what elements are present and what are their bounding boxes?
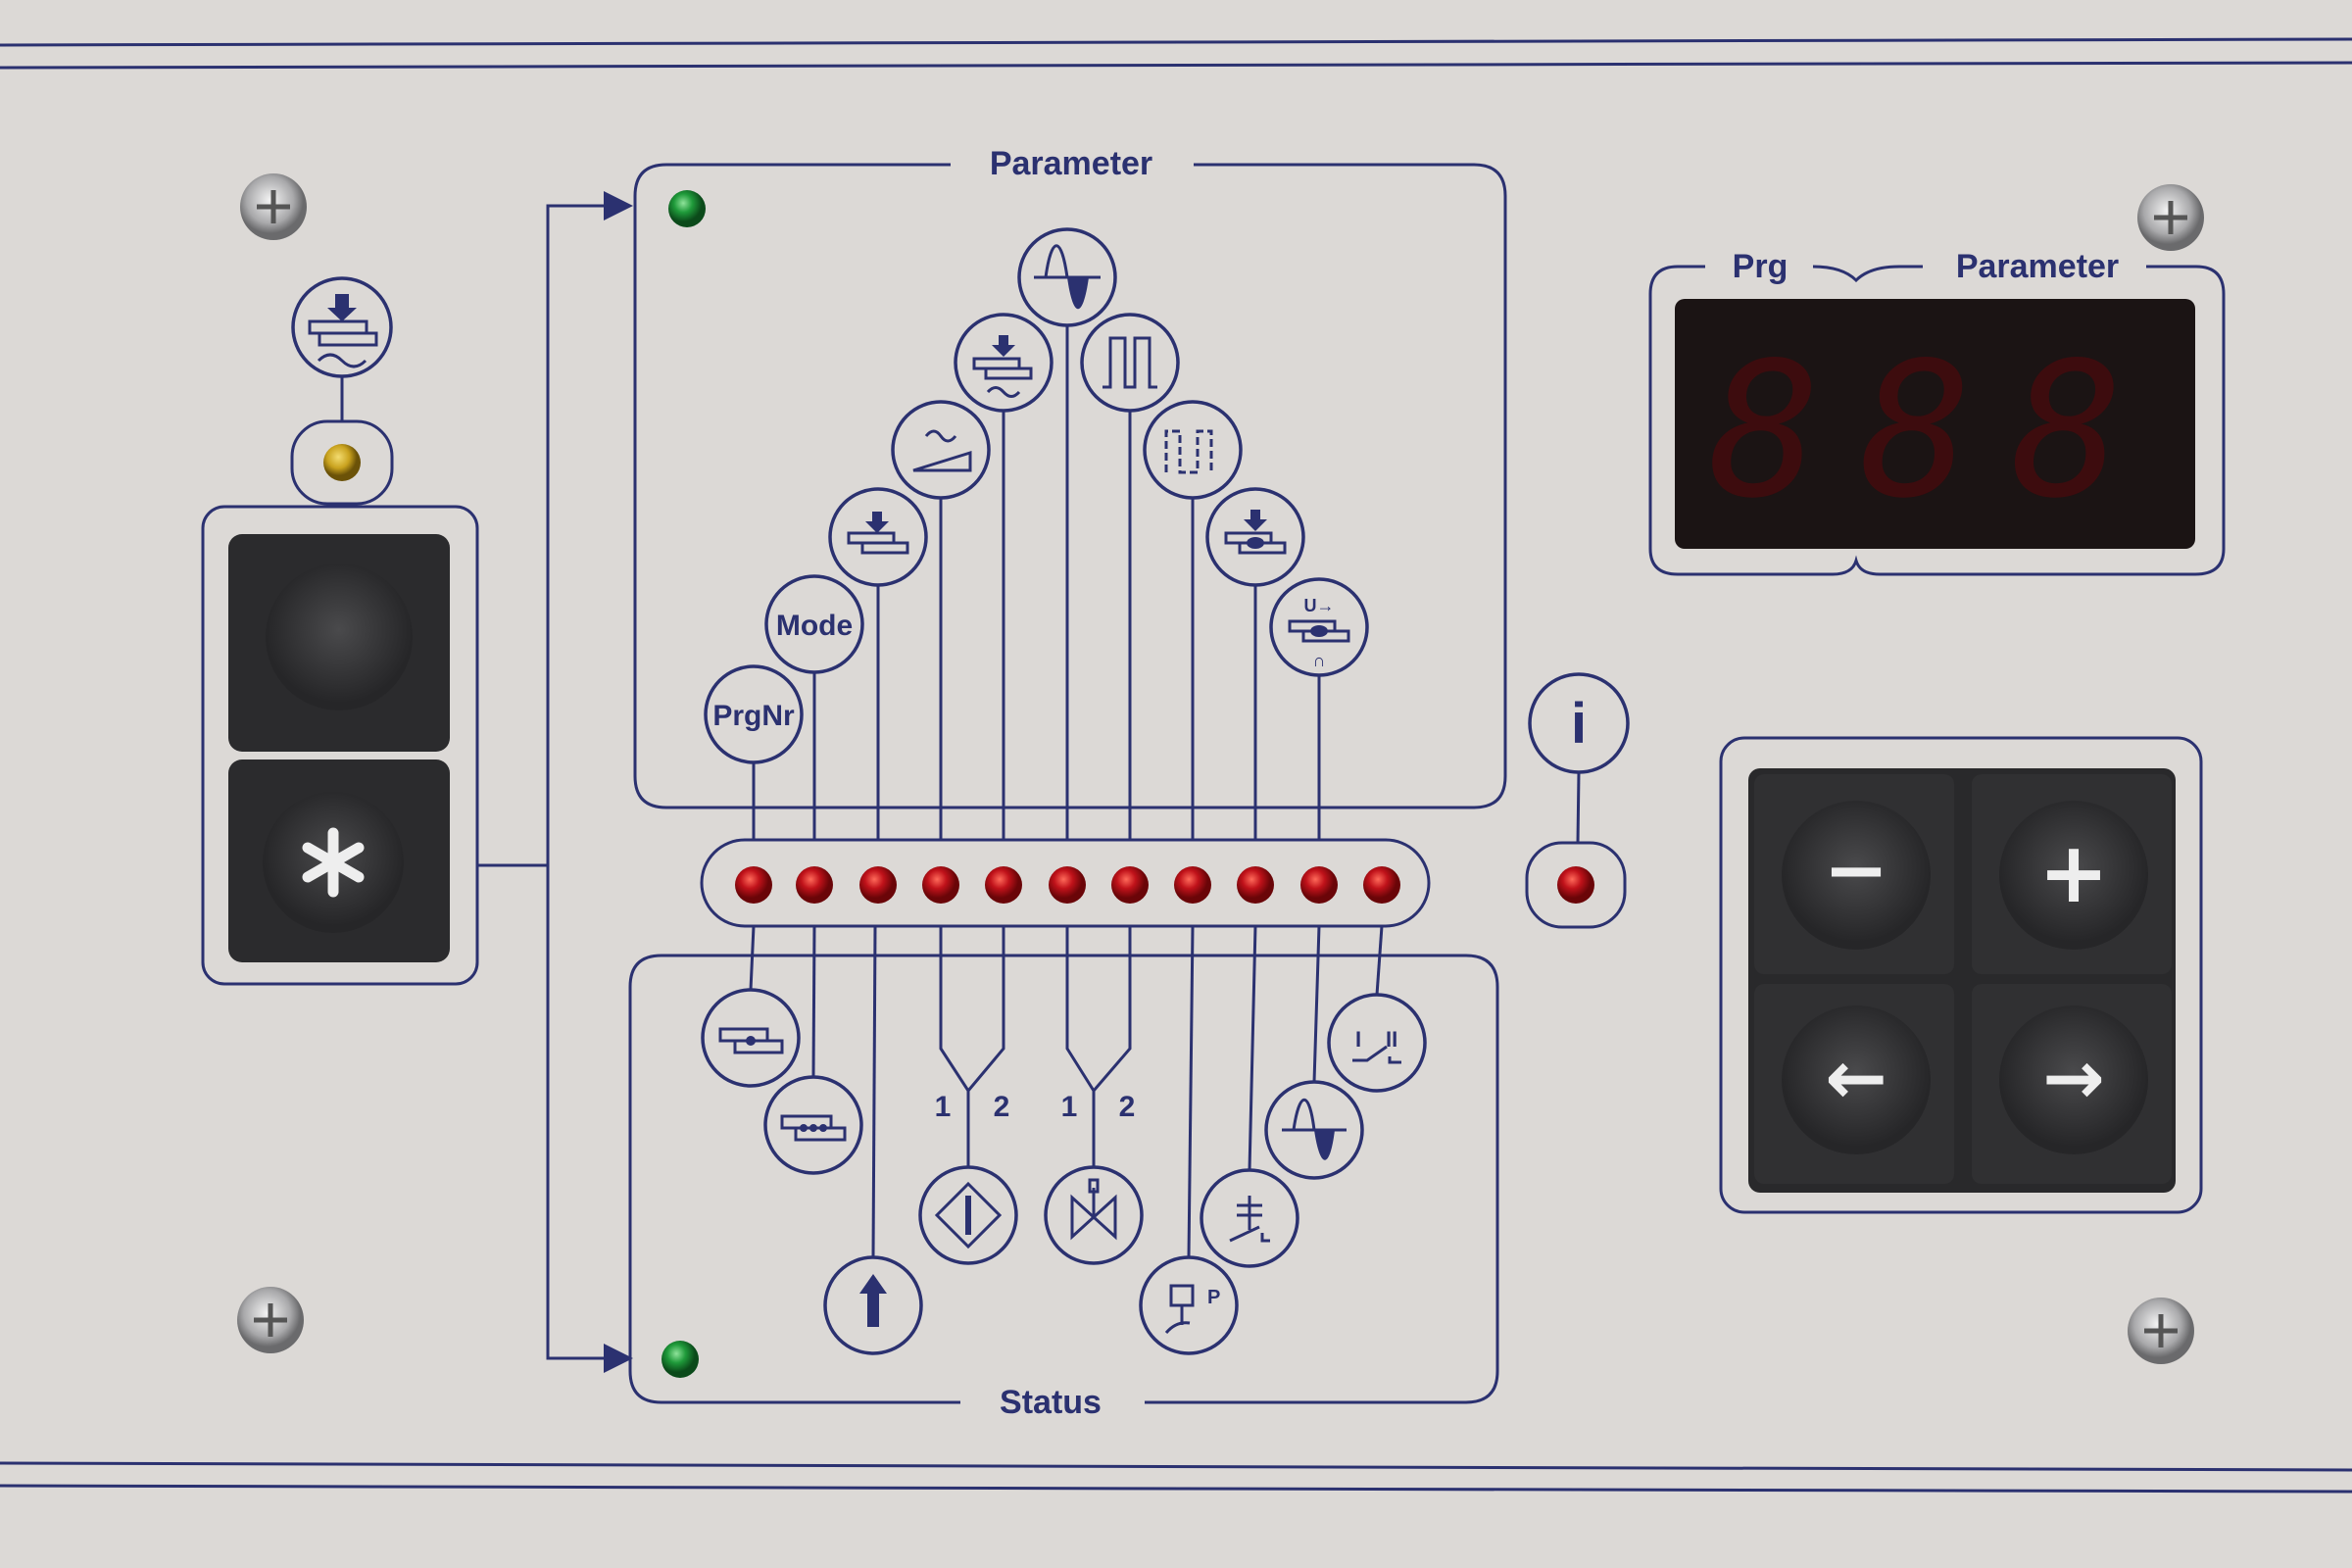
border-line	[0, 61, 2352, 70]
star-button[interactable]	[228, 760, 450, 962]
plus-icon: +	[2038, 824, 2109, 922]
channel-label: 1	[1061, 1091, 1078, 1123]
prg-label: Prg	[1733, 248, 1788, 285]
info-button[interactable]: i	[1528, 672, 1630, 774]
svg-text:PrgNr: PrgNr	[712, 700, 795, 732]
border-line	[0, 37, 2352, 47]
left-arrow-button[interactable]: ←	[1754, 984, 1954, 1184]
keypad-frame	[1719, 736, 2203, 1214]
right-arrow-icon: →	[2042, 1034, 2105, 1121]
pulse-pause-icon	[1143, 400, 1243, 500]
prgnr-icon: PrgNr	[704, 664, 804, 764]
status-title: Status	[1000, 1384, 1102, 1421]
stage-switch-icon	[1200, 1168, 1299, 1268]
info-icon: i	[1571, 692, 1587, 756]
border-line	[0, 1461, 2352, 1472]
red-led	[735, 866, 772, 904]
multi-spot-icon	[763, 1075, 863, 1175]
info-led	[1525, 841, 1627, 929]
status-box	[628, 954, 1499, 1404]
red-led	[796, 866, 833, 904]
squeeze-weld-icon	[291, 276, 393, 421]
left-button-frame	[201, 505, 479, 986]
red-led	[1300, 866, 1338, 904]
red-led	[1363, 866, 1400, 904]
pulse-icon	[1080, 313, 1180, 413]
red-led	[1111, 866, 1149, 904]
sine-wave-icon	[1017, 227, 1117, 327]
channel-label: 2	[994, 1091, 1010, 1123]
red-led	[1237, 866, 1274, 904]
mode-led-yellow	[290, 419, 394, 506]
connector-arrows	[477, 191, 633, 1373]
red-led	[922, 866, 959, 904]
right-arrow-button[interactable]: →	[1972, 984, 2172, 1184]
svg-text:II: II	[1386, 1027, 1397, 1052]
display-frame	[1648, 265, 2226, 576]
screw	[2128, 1298, 2194, 1364]
parameter-leader-lines	[752, 325, 1321, 840]
red-led	[985, 866, 1022, 904]
upslope-icon	[891, 400, 991, 500]
mode-icon: Mode	[764, 574, 864, 674]
border-line	[0, 1484, 2352, 1494]
preheat-press-icon	[828, 487, 928, 587]
screw	[240, 173, 307, 240]
red-led	[859, 866, 897, 904]
screw	[2137, 184, 2204, 251]
channel-label: 2	[1119, 1091, 1136, 1123]
red-led	[1049, 866, 1086, 904]
svg-text:U→: U→	[1304, 596, 1335, 615]
screw	[237, 1287, 304, 1353]
channel-label: 1	[935, 1091, 952, 1123]
parameter-led-green	[668, 190, 706, 227]
seven-segment-display: 888	[1675, 299, 2195, 549]
minus-icon: −	[1823, 824, 1888, 915]
status-led-green	[662, 1341, 699, 1378]
sensor-icon	[918, 1165, 1018, 1265]
led-strip	[700, 838, 1431, 928]
svg-text:Mode: Mode	[776, 610, 853, 642]
up-arrow-icon	[823, 1255, 923, 1355]
parameter-title: Parameter	[990, 145, 1152, 182]
valve-icon	[1044, 1165, 1144, 1265]
parameter-box	[633, 163, 1507, 809]
svg-text:I: I	[1355, 1027, 1361, 1052]
sine-wave-status-icon	[1264, 1080, 1364, 1180]
red-led	[1174, 866, 1211, 904]
status-leader-lines	[749, 925, 1384, 1258]
blank-button[interactable]	[228, 534, 450, 752]
minus-button[interactable]: −	[1754, 774, 1954, 974]
plus-button[interactable]: +	[1972, 774, 2172, 974]
squeeze-weld-icon	[954, 313, 1054, 413]
info-leader	[1576, 771, 1581, 844]
display-digits: 888	[1708, 322, 2162, 539]
svg-text:∩: ∩	[1313, 651, 1326, 670]
left-arrow-icon: ←	[1825, 1034, 1887, 1121]
pressure-switch-icon: P	[1139, 1255, 1239, 1355]
weld-spot-icon	[701, 988, 801, 1088]
parameter-display-label: Parameter	[1956, 248, 2119, 285]
asterisk-icon	[302, 827, 365, 898]
hold-press-icon	[1205, 487, 1305, 587]
svg-text:P: P	[1207, 1287, 1220, 1308]
voltage-weld-icon: U→ ∩	[1269, 577, 1369, 677]
parameter-status-leds	[735, 866, 1400, 904]
